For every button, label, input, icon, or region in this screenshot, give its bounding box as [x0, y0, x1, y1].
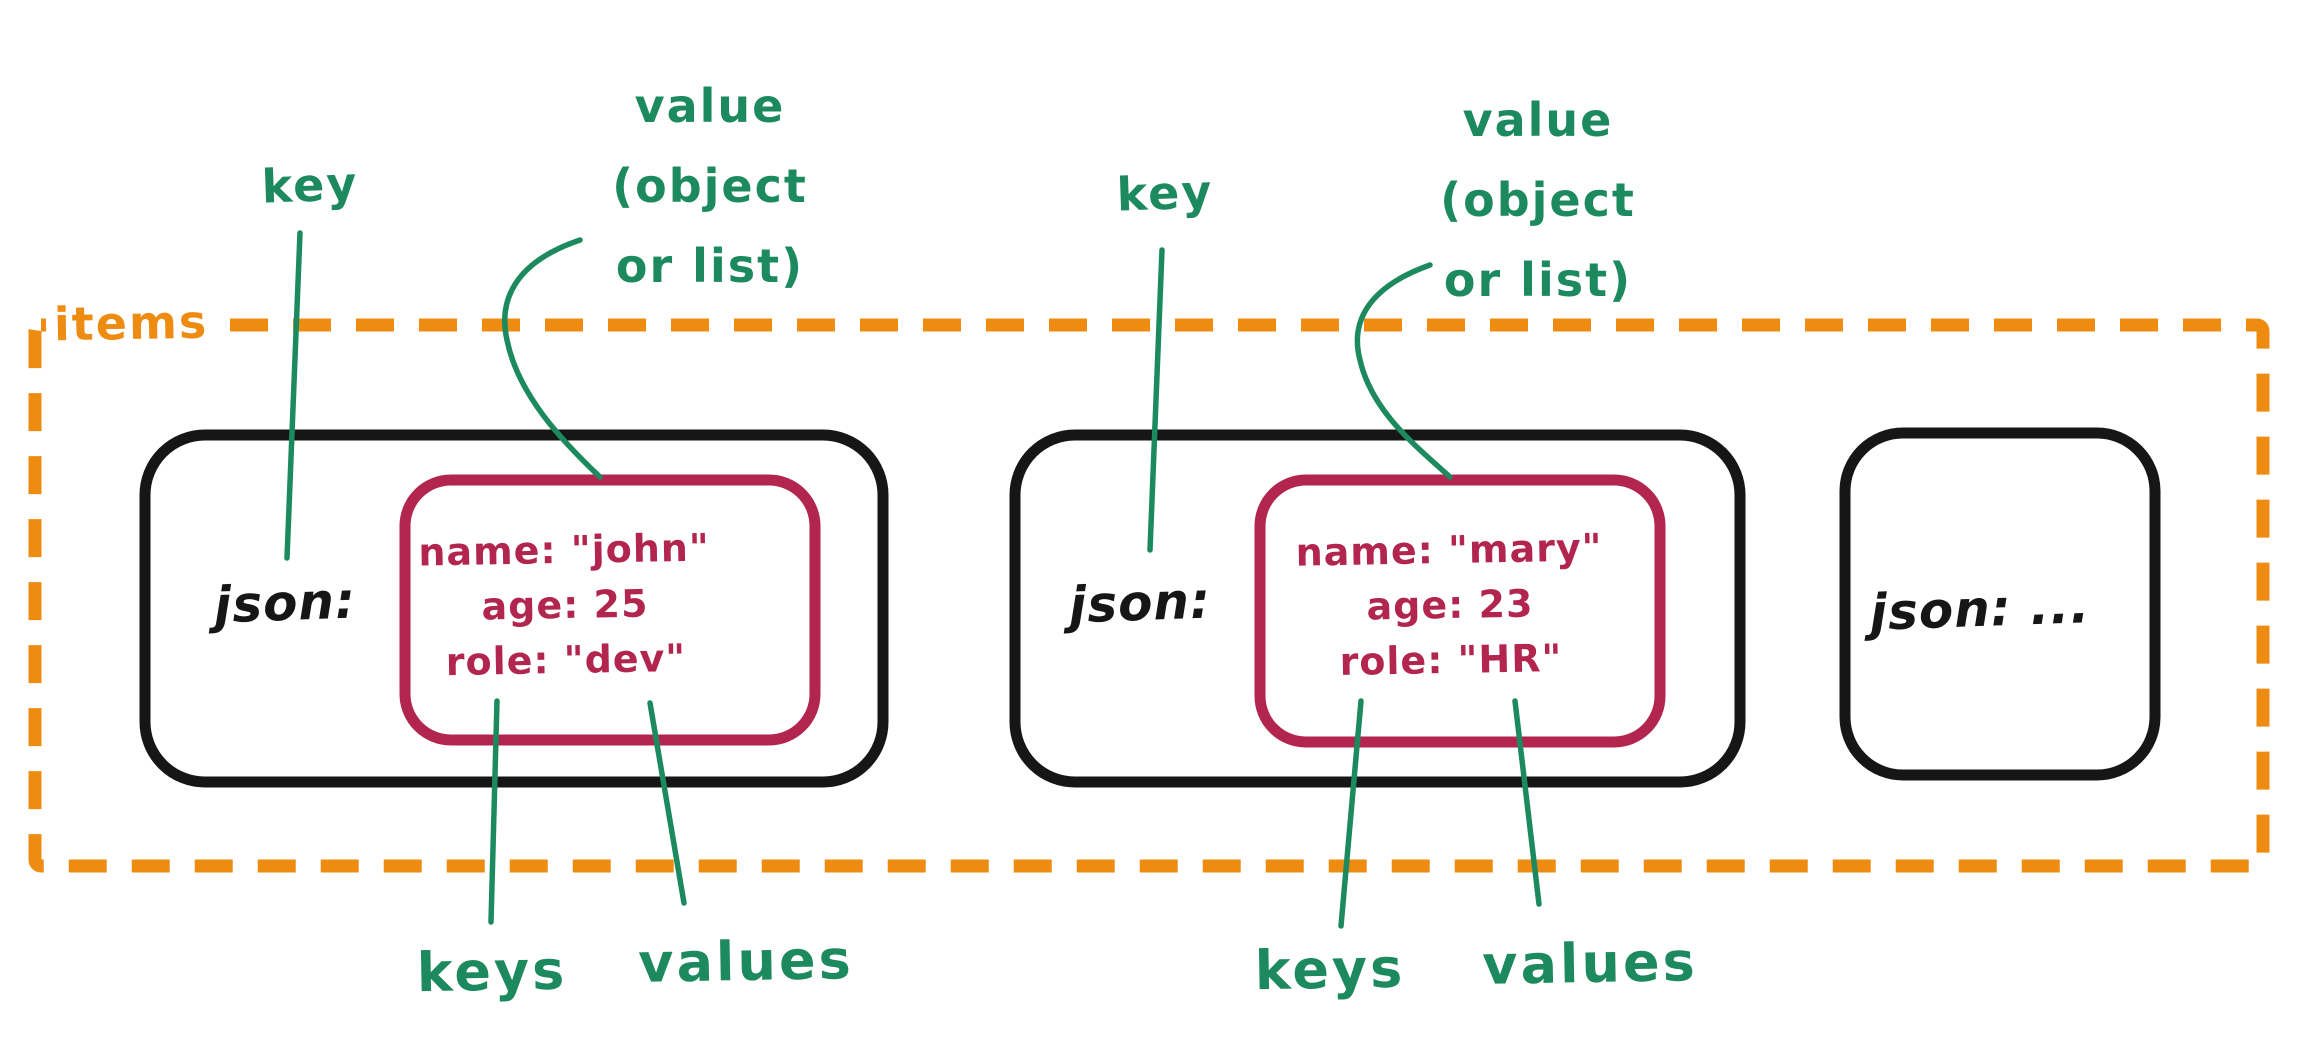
value-pointer-curve-left	[502, 237, 603, 480]
items-container-label: items	[45, 294, 217, 352]
keys-pointer-line-right	[1338, 698, 1364, 929]
card-1-field-name: name: "john"	[417, 525, 711, 575]
card-2-inner-object-box	[1254, 474, 1666, 748]
value-annotation-left-line2: (object	[612, 159, 808, 213]
keys-annotation-right: keys	[1254, 936, 1406, 1003]
value-pointer-curve-right	[1354, 262, 1453, 480]
card-1-field-role: role: "dev"	[445, 635, 687, 685]
card-1-field-age: age: 25	[481, 581, 649, 629]
values-annotation-right: values	[1481, 930, 1699, 997]
keys-pointer-line-left	[488, 698, 500, 925]
value-annotation-right-line1: value	[1462, 93, 1614, 147]
items-dashed-container-box	[28, 318, 2270, 873]
card-1-object-fields: name: "john" age: 25 role: "dev"	[344, 519, 787, 692]
card-2-field-age: age: 23	[1366, 581, 1534, 629]
card-2-field-name: name: "mary"	[1295, 525, 1603, 575]
key-pointer-line-right	[1147, 247, 1165, 553]
card-3-key-label: json: ...	[1868, 576, 2092, 642]
card-1-inner-object-box	[399, 474, 821, 746]
keys-annotation-left: keys	[416, 938, 568, 1005]
value-annotation-right-line3: or list)	[1443, 253, 1633, 307]
value-annotation-left-line1: value	[634, 79, 786, 133]
card-2-key-label: json:	[1068, 571, 1212, 635]
card-1-outer-box	[139, 429, 889, 788]
value-annotation-left-line3: or list)	[615, 239, 805, 293]
card-2-outer-box	[1009, 429, 1746, 788]
key-annotation-right: key	[1115, 164, 1215, 222]
value-annotation-right-line2: (object	[1440, 173, 1636, 227]
card-2-field-role: role: "HR"	[1339, 636, 1563, 684]
key-annotation-left: key	[260, 156, 360, 214]
values-annotation-left: values	[637, 928, 855, 995]
values-pointer-line-left	[647, 700, 687, 906]
key-pointer-line-left	[284, 230, 303, 561]
card-3-outer-box	[1839, 427, 2161, 781]
values-pointer-line-right	[1512, 698, 1542, 907]
card-2-object-fields: name: "mary" age: 23 role: "HR"	[1229, 519, 1672, 692]
value-annotation-left: value (object or list)	[550, 66, 870, 306]
value-annotation-right: value (object or list)	[1378, 80, 1698, 320]
